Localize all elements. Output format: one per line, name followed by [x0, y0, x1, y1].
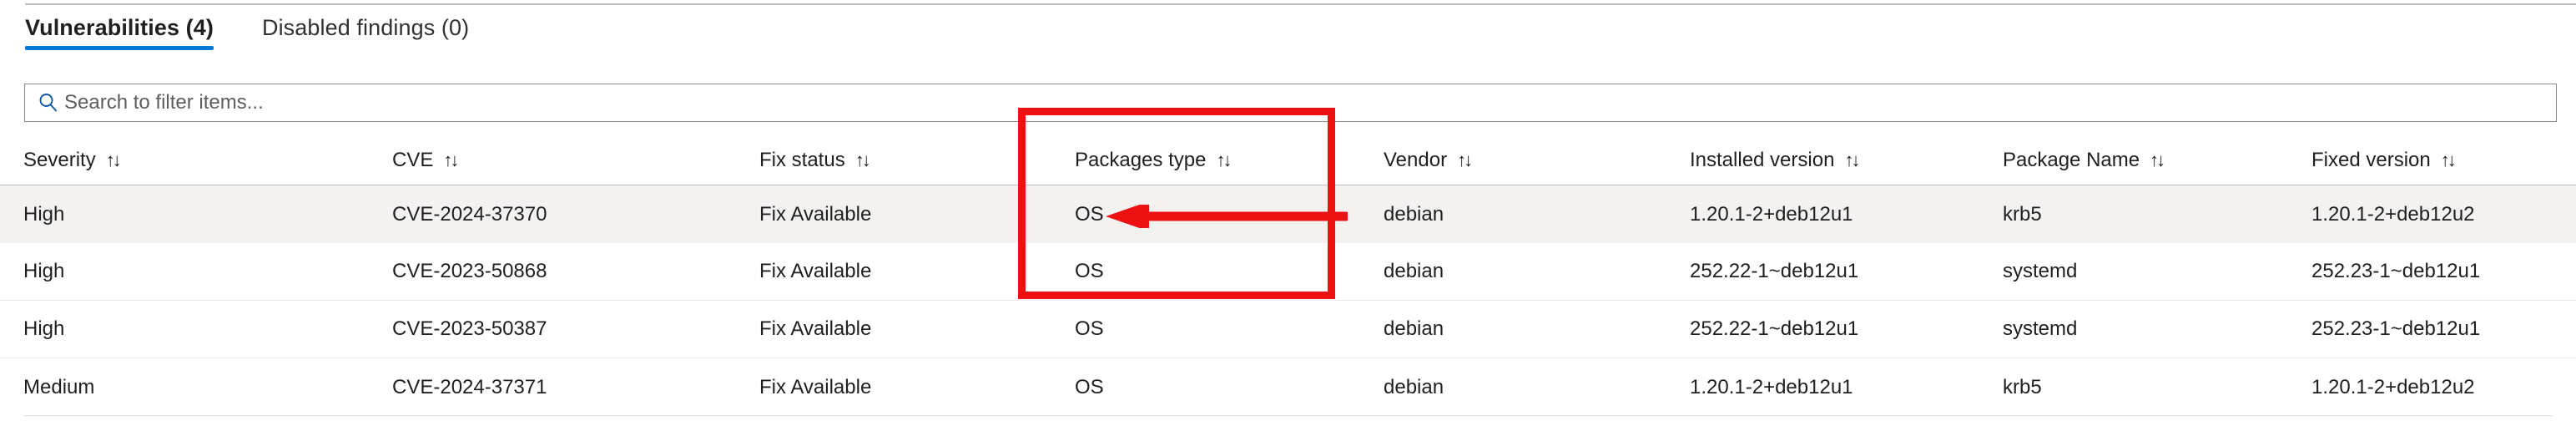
cell-fixed-version: 1.20.1-2+deb12u2 — [2311, 375, 2475, 398]
cell-fixed-version: 252.23-1~deb12u1 — [2311, 260, 2481, 282]
cell-fix-status: Fix Available — [759, 202, 872, 226]
table-row[interactable]: Medium CVE-2024-37371 Fix Available OS d… — [0, 358, 2576, 416]
cell-severity: High — [23, 202, 65, 226]
column-header-package-name[interactable]: Package Name ↑↓ — [2003, 136, 2165, 185]
column-header-packages-type-label: Packages type — [1075, 149, 1207, 171]
sort-icon[interactable]: ↑↓ — [1216, 150, 1232, 170]
vulnerabilities-table: Severity ↑↓ CVE ↑↓ Fix status ↑↓ Package… — [0, 136, 2576, 416]
search-input[interactable] — [63, 86, 2556, 119]
cell-package-name: krb5 — [2003, 202, 2042, 226]
cell-cve: CVE-2024-37371 — [392, 375, 547, 398]
cell-vendor: debian — [1384, 202, 1444, 226]
cell-fix-status: Fix Available — [759, 375, 872, 398]
sort-icon[interactable]: ↑↓ — [2440, 150, 2457, 170]
cell-packages-type: OS — [1075, 317, 1104, 340]
sort-icon[interactable]: ↑↓ — [1457, 150, 1473, 170]
cell-installed-version: 1.20.1-2+deb12u1 — [1690, 202, 1853, 226]
cell-packages-type: OS — [1075, 202, 1104, 226]
sort-icon[interactable]: ↑↓ — [854, 150, 871, 170]
cell-vendor: debian — [1384, 317, 1444, 340]
cell-fixed-version: 252.23-1~deb12u1 — [2311, 317, 2481, 340]
tab-vulnerabilities-label: Vulnerabilities (4) — [25, 15, 214, 40]
sort-icon[interactable]: ↑↓ — [2150, 150, 2165, 170]
top-divider — [25, 3, 2576, 5]
tab-disabled-findings[interactable]: Disabled findings (0) — [262, 8, 469, 42]
cell-severity: Medium — [23, 375, 95, 398]
table-row[interactable]: High CVE-2023-50868 Fix Available OS deb… — [0, 243, 2576, 301]
cell-cve: CVE-2024-37370 — [392, 202, 547, 226]
column-header-installed-version-label: Installed version — [1690, 149, 1835, 171]
sort-icon[interactable]: ↑↓ — [105, 150, 122, 170]
column-header-installed-version[interactable]: Installed version ↑↓ — [1690, 136, 1860, 185]
column-header-vendor-label: Vendor — [1384, 149, 1448, 171]
tab-selected-underline — [25, 46, 214, 50]
cell-vendor: debian — [1384, 375, 1444, 398]
cell-fixed-version: 1.20.1-2+deb12u2 — [2311, 202, 2475, 226]
search-icon — [34, 92, 63, 114]
column-header-fixed-version-label: Fixed version — [2311, 149, 2431, 171]
cell-installed-version: 1.20.1-2+deb12u1 — [1690, 375, 1853, 398]
cell-cve: CVE-2023-50387 — [392, 317, 547, 340]
cell-severity: High — [23, 317, 65, 340]
tab-disabled-findings-label: Disabled findings (0) — [261, 15, 470, 40]
column-header-vendor[interactable]: Vendor ↑↓ — [1384, 136, 1473, 185]
tab-strip: Vulnerabilities (4) Disabled findings (0… — [0, 8, 469, 55]
cell-packages-type: OS — [1075, 375, 1104, 398]
cell-fix-status: Fix Available — [759, 260, 872, 282]
table-row[interactable]: High CVE-2024-37370 Fix Available OS deb… — [0, 185, 2576, 243]
column-header-severity-label: Severity — [23, 149, 96, 171]
column-header-package-name-label: Package Name — [2003, 149, 2140, 171]
sort-icon[interactable]: ↑↓ — [1844, 150, 1860, 170]
column-header-fix-status[interactable]: Fix status ↑↓ — [759, 136, 871, 185]
sort-icon[interactable]: ↑↓ — [443, 150, 459, 170]
cell-installed-version: 252.22-1~deb12u1 — [1690, 260, 1859, 282]
cell-installed-version: 252.22-1~deb12u1 — [1690, 317, 1859, 340]
column-header-packages-type[interactable]: Packages type ↑↓ — [1075, 136, 1232, 185]
table-row[interactable]: High CVE-2023-50387 Fix Available OS deb… — [0, 301, 2576, 358]
column-header-cve-label: CVE — [392, 149, 434, 171]
cell-packages-type: OS — [1075, 260, 1104, 282]
tab-vulnerabilities[interactable]: Vulnerabilities (4) — [25, 8, 214, 50]
cell-fix-status: Fix Available — [759, 317, 872, 340]
tab-underline — [262, 46, 469, 50]
column-header-fixed-version[interactable]: Fixed version ↑↓ — [2311, 136, 2457, 185]
cell-severity: High — [23, 260, 65, 282]
column-header-cve[interactable]: CVE ↑↓ — [392, 136, 459, 185]
cell-package-name: systemd — [2003, 317, 2078, 340]
column-header-severity[interactable]: Severity ↑↓ — [23, 136, 122, 185]
cell-vendor: debian — [1384, 260, 1444, 282]
cell-package-name: systemd — [2003, 260, 2078, 282]
column-header-fix-status-label: Fix status — [759, 149, 845, 171]
search-box[interactable] — [24, 84, 2557, 122]
table-header-row: Severity ↑↓ CVE ↑↓ Fix status ↑↓ Package… — [0, 136, 2576, 185]
cell-package-name: krb5 — [2003, 375, 2042, 398]
cell-cve: CVE-2023-50868 — [392, 260, 547, 282]
